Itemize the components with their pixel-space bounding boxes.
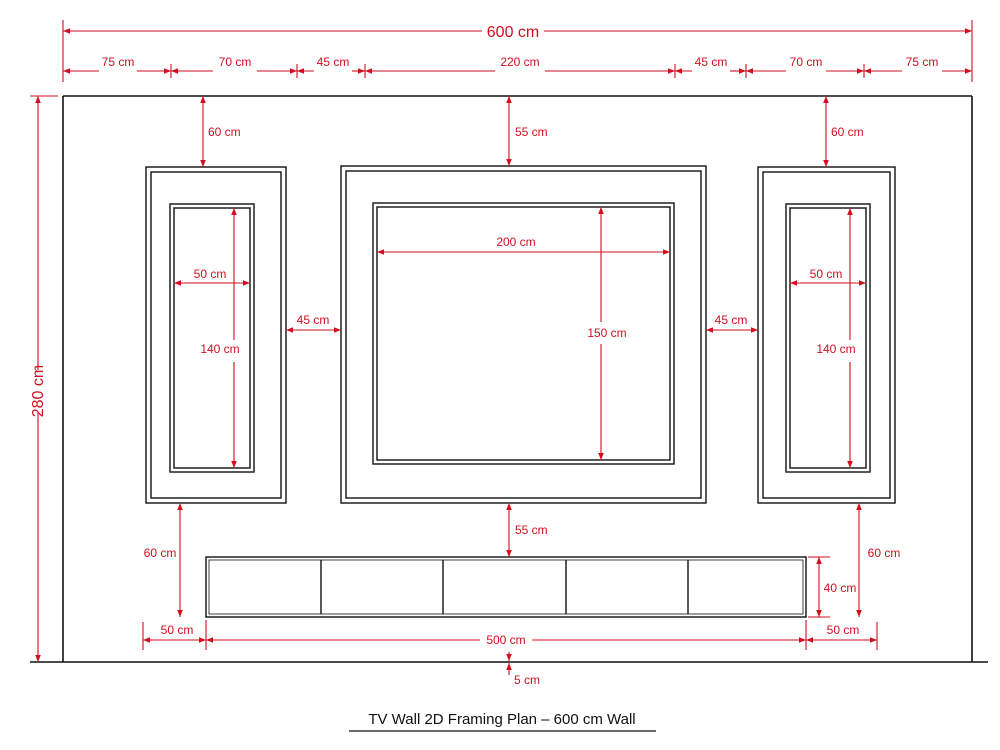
label-left-inner-width: 50 cm — [194, 267, 227, 281]
label-right-inner-width: 50 cm — [810, 267, 843, 281]
label-right-bottom-offset: 60 cm — [868, 546, 901, 560]
label-total-width: 600 cm — [487, 24, 539, 41]
drawing-title: TV Wall 2D Framing Plan – 600 cm Wall — [368, 711, 635, 728]
right-panel-molding — [757, 166, 896, 504]
label-right-top-offset: 60 cm — [831, 125, 864, 139]
dimension-lines — [30, 20, 973, 675]
tv-cabinet — [205, 556, 807, 618]
label-left-bottom-offset: 60 cm — [144, 546, 177, 560]
label-seg-right-gap: 45 cm — [695, 55, 728, 69]
label-wall-height: 280 cm — [30, 365, 47, 417]
label-cabinet-height: 40 cm — [824, 581, 857, 595]
label-left-top-offset: 60 cm — [208, 125, 241, 139]
label-seg-right-panel: 70 cm — [790, 55, 823, 69]
label-center-top-offset: 55 cm — [515, 125, 548, 139]
label-right-inner-height: 140 cm — [816, 342, 855, 356]
center-panel-molding — [340, 165, 707, 504]
label-seg-center: 220 cm — [500, 55, 539, 69]
label-seg-left-panel: 70 cm — [219, 55, 252, 69]
label-seg-left-gap: 45 cm — [317, 55, 350, 69]
label-seg-right-margin: 75 cm — [906, 55, 939, 69]
label-left-inner-height: 140 cm — [200, 342, 239, 356]
label-cabinet-width: 500 cm — [486, 633, 525, 647]
label-center-inner-width: 200 cm — [496, 235, 535, 249]
wall-outline — [30, 95, 988, 663]
label-cabinet-left-margin: 50 cm — [161, 623, 194, 637]
label-left-gap-mid: 45 cm — [297, 313, 330, 327]
label-cabinet-right-margin: 50 cm — [827, 623, 860, 637]
label-center-inner-height: 150 cm — [587, 326, 626, 340]
label-floor-gap: 5 cm — [514, 673, 540, 687]
label-seg-left-margin: 75 cm — [102, 55, 135, 69]
label-right-gap-mid: 45 cm — [715, 313, 748, 327]
left-panel-molding — [145, 166, 287, 504]
label-center-to-cabinet: 55 cm — [515, 523, 548, 537]
